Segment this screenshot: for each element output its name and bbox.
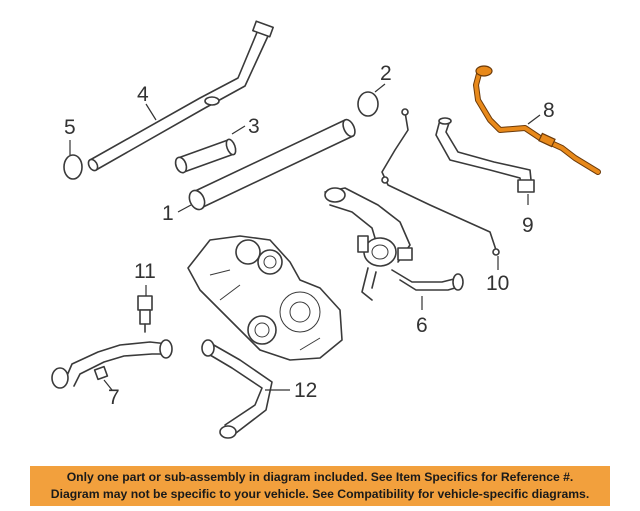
part-10-tube xyxy=(381,108,500,256)
part-6-housing xyxy=(324,187,464,301)
callout-4: 4 xyxy=(137,83,149,106)
callout-9: 9 xyxy=(522,214,534,237)
callout-11: 11 xyxy=(134,260,156,283)
part-8-hose-fill xyxy=(474,68,600,174)
part-1-pipe xyxy=(188,118,356,211)
callout-7: 7 xyxy=(108,386,120,409)
leader-lines xyxy=(69,83,541,391)
part-9-hose xyxy=(435,117,535,193)
callout-8: 8 xyxy=(543,99,555,122)
part-8-hose-highlighted xyxy=(473,65,601,175)
callouts: 1 2 3 4 5 6 7 8 9 10 11 12 xyxy=(64,62,555,409)
callout-5: 5 xyxy=(64,116,76,139)
callout-10: 10 xyxy=(486,272,509,295)
callout-3: 3 xyxy=(248,115,260,138)
callout-12: 12 xyxy=(294,379,317,402)
water-pump xyxy=(187,235,343,361)
callout-1: 1 xyxy=(162,202,174,225)
part-5-o-ring xyxy=(63,154,83,180)
disclaimer-line-1: Only one part or sub-assembly in diagram… xyxy=(66,470,574,484)
disclaimer-banner: Only one part or sub-assembly in diagram… xyxy=(30,466,610,506)
part-3-sleeve xyxy=(174,138,237,174)
part-2-o-ring xyxy=(357,91,379,117)
disclaimer-line-2: Diagram may not be specific to your vehi… xyxy=(50,487,590,501)
callout-2: 2 xyxy=(380,62,392,85)
part-4-pipe xyxy=(87,20,274,172)
part-12-hose xyxy=(201,339,273,439)
parts-diagram: 1 2 3 4 5 6 7 8 9 10 11 12 xyxy=(51,20,601,439)
callout-6: 6 xyxy=(416,314,428,337)
part-7-hose xyxy=(51,339,173,389)
part-11-sensor xyxy=(137,295,153,333)
